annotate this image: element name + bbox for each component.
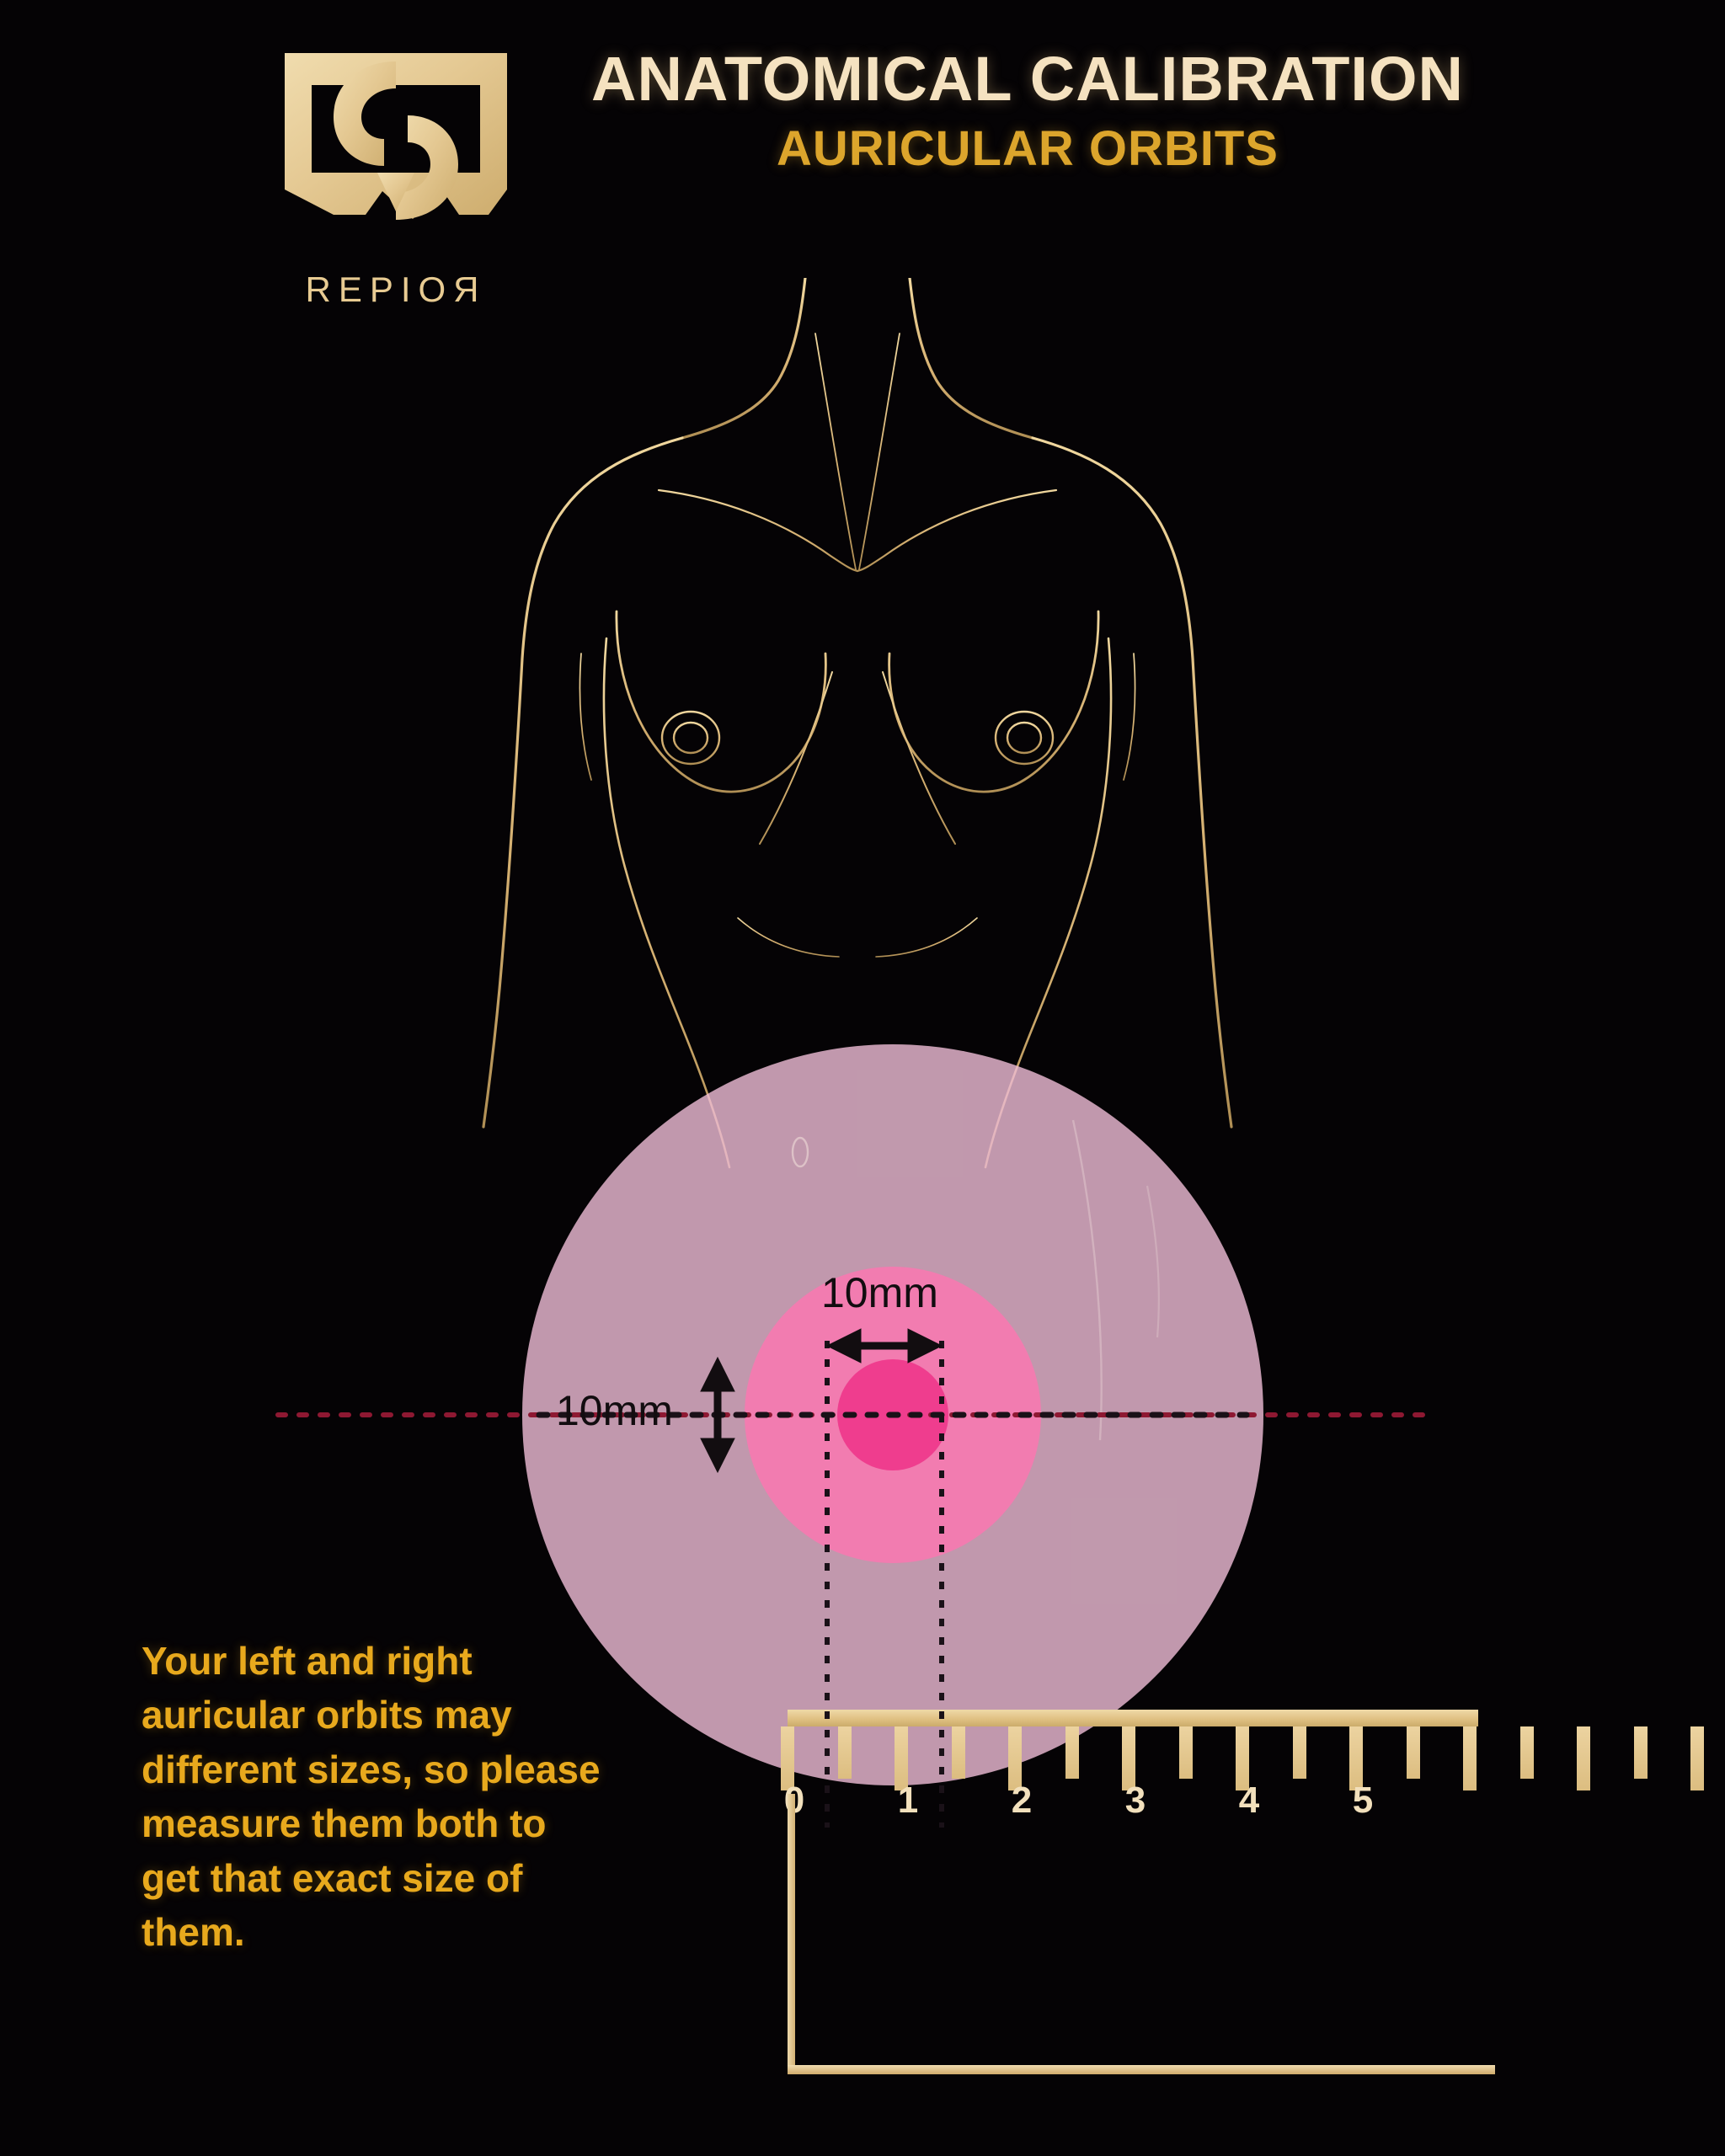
ruler-number: 3: [1124, 1780, 1146, 1821]
ruler-minor-tick: [837, 1726, 852, 1779]
repior-monogram-icon: [278, 46, 514, 236]
ruler-icon: 012345: [781, 1710, 1704, 1861]
brand-logo: REPIOЯ: [278, 46, 514, 307]
header: REPIOЯ ANATOMICAL CALIBRATION AURICULAR …: [0, 0, 1725, 307]
ruler-minor-tick: [1519, 1726, 1534, 1779]
ruler-minor-tick: [1633, 1726, 1648, 1779]
ruler-major-tick: [1577, 1726, 1590, 1790]
ruler-minor-tick: [1292, 1726, 1306, 1779]
page-subtitle: AURICULAR ORBITS: [777, 120, 1279, 176]
horizontal-measurement-label: 10mm: [556, 1387, 673, 1434]
ruler-minor-tick: [951, 1726, 965, 1779]
title-block: ANATOMICAL CALIBRATION AURICULAR ORBITS: [522, 46, 1533, 175]
ruler-number: 2: [1011, 1780, 1033, 1821]
brand-wordmark: REPIOЯ: [305, 270, 487, 309]
ruler-major-tick: [1236, 1726, 1249, 1790]
ruler-major-tick: [1349, 1726, 1363, 1790]
ruler-minor-tick: [1065, 1726, 1079, 1779]
page-title: ANATOMICAL CALIBRATION: [591, 44, 1464, 114]
frame-horizontal-rule: [788, 2065, 1495, 2074]
ruler-major-tick: [1122, 1726, 1135, 1790]
ruler-major-tick: [1463, 1726, 1477, 1790]
measurement-note: Your left and right auricular orbits may…: [142, 1639, 601, 1954]
ruler-number: 4: [1238, 1780, 1260, 1821]
ruler-major-tick: [1690, 1726, 1704, 1790]
ruler-major-tick: [895, 1726, 908, 1790]
ruler-major-tick: [781, 1726, 794, 1790]
ruler-bar: [788, 1710, 1478, 1726]
ruler-number: 1: [897, 1780, 919, 1821]
ruler-minor-tick: [1406, 1726, 1420, 1779]
navel-showthrough-icon: [791, 1119, 1160, 1441]
frame-vertical-rule: [788, 1794, 795, 2072]
ruler-minor-tick: [1178, 1726, 1193, 1779]
ruler-major-tick: [1008, 1726, 1022, 1790]
ruler-number: 5: [1352, 1780, 1374, 1821]
vertical-measurement-label: 10mm: [821, 1269, 938, 1316]
